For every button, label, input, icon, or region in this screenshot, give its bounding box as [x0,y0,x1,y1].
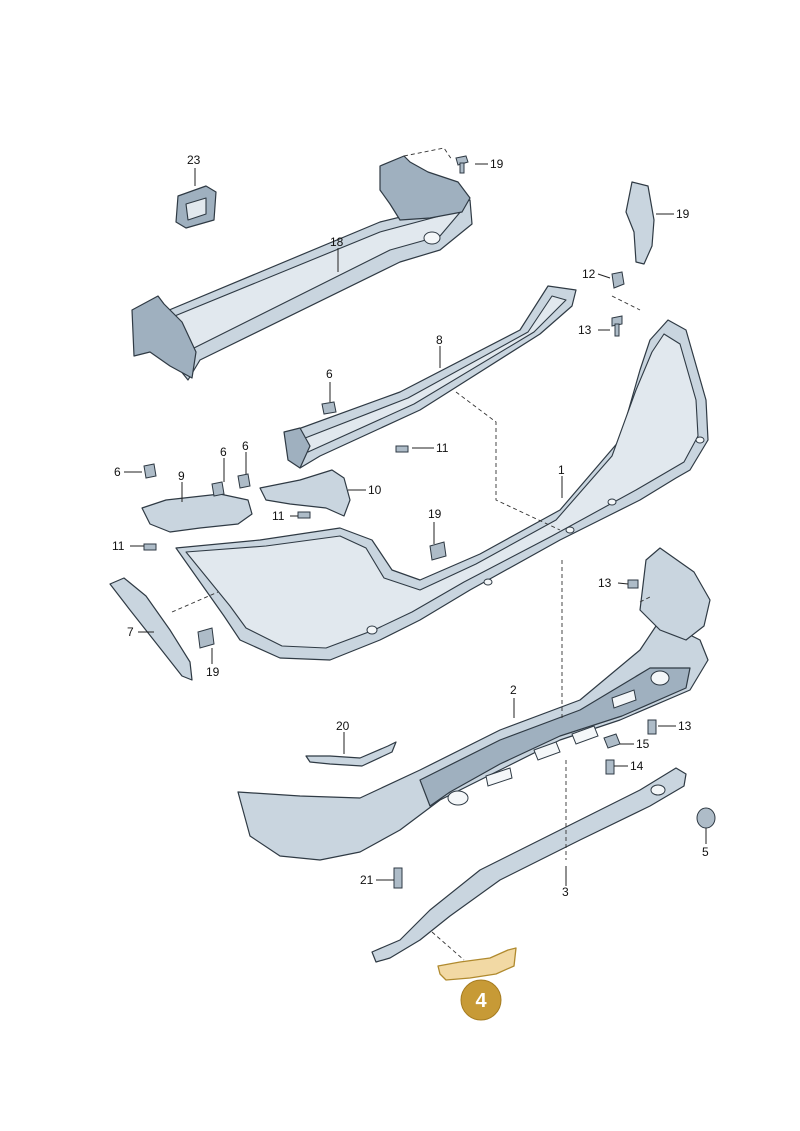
part-11-screw-b [297,511,311,519]
callout-8: 8 [436,333,443,347]
callout-6-a: 6 [114,465,121,479]
part-6-clip-c [237,473,251,489]
callout-13-lower: 13 [678,719,692,733]
part-13-screw-mid [627,579,639,589]
callout-11-b: 11 [272,509,285,523]
part-20-small-trim [305,741,397,767]
callout-3: 3 [562,885,569,899]
part-19-clip-center [429,541,447,561]
callout-5: 5 [702,845,709,859]
leader-lines [124,163,707,886]
part-6-clip-a [143,463,157,479]
part-9-bracket [141,493,253,533]
callout-14: 14 [630,759,644,773]
callout-4: 4 [475,990,487,1012]
part-11-screw-a [395,445,409,453]
callout-6-d: 6 [326,367,333,381]
callout-13-upper: 13 [578,323,592,337]
callout-7: 7 [127,625,134,639]
callout-19-left: 19 [206,665,220,679]
callout-9: 9 [178,469,185,483]
callout-1: 1 [558,463,565,477]
callout-15: 15 [636,737,650,751]
callout-20: 20 [336,719,350,733]
callout-6-c: 6 [242,439,249,453]
part-23-cap [175,185,217,229]
callout-11-a: 11 [436,441,449,455]
callout-16: 18 [330,235,344,249]
callout-10: 10 [368,483,382,497]
callout-23: 23 [187,153,201,167]
part-5-cap [696,807,716,829]
callout-13-mid: 13 [598,576,612,590]
callout-19-center: 19 [428,507,442,521]
callout-12: 12 [582,267,596,281]
part-17-screw [455,155,469,174]
part-4-highlighted-trim [431,931,517,981]
part-13-screw-upper [611,315,623,337]
part-15-nut [603,733,621,749]
part-3-lower-trim [371,767,687,963]
part-2-lower-panel [237,547,711,861]
part-11-screw-c [143,543,157,551]
part-16-reinforcement-beam [131,155,473,381]
callout-18: 19 [676,207,690,221]
part-6-clip-b [211,481,225,497]
part-10-guide-bracket [259,469,351,517]
assembly-guide-lines [171,147,653,860]
callout-6-b: 6 [220,445,227,459]
part-1-bumper-cover [175,319,709,661]
part-14-screw [605,759,615,775]
part-19-clip-left [197,627,215,649]
part-12-nut [611,271,625,289]
part-7-side-trim [109,577,193,681]
callout-2: 2 [510,683,517,697]
callout-4-badge[interactable]: 4 [460,979,502,1021]
callout-labels: 23 19 18 19 12 13 8 6 11 1 6 9 6 6 10 11… [112,153,709,899]
part-21-screw [393,867,403,889]
part-18-side-bracket [625,181,655,265]
part-8-guide-profile [283,285,577,469]
callout-17: 19 [490,157,504,171]
callout-21: 21 [360,873,374,887]
callout-11-c: 11 [112,539,125,553]
part-13-screw-lower [647,719,657,735]
part-6-clip-d [321,401,337,415]
